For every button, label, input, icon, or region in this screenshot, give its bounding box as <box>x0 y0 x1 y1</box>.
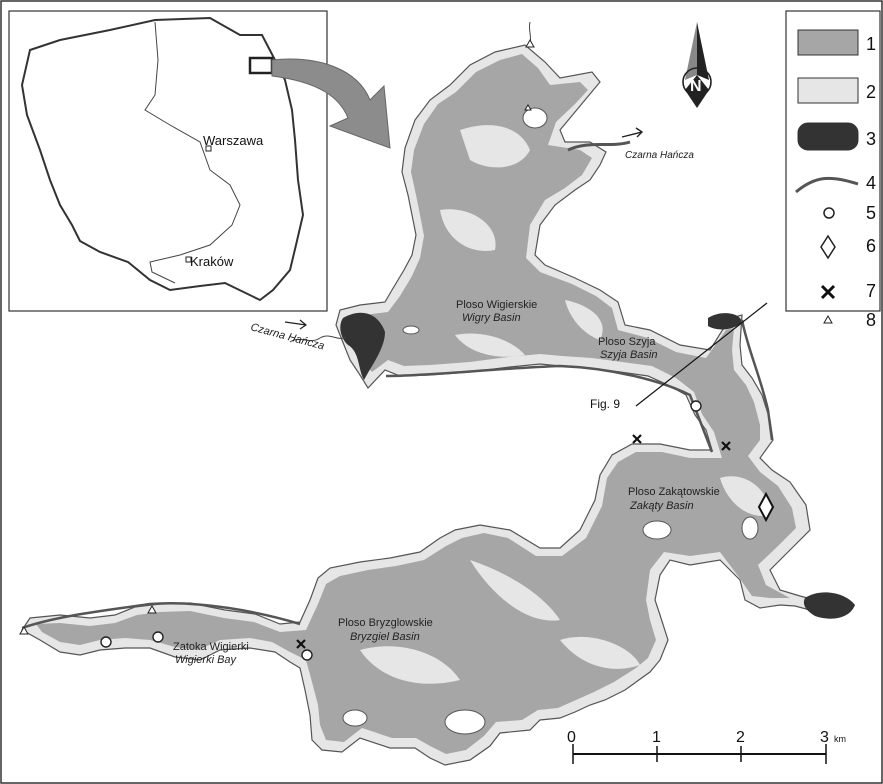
map-circle-symbol <box>690 400 702 412</box>
map-x-symbol <box>296 639 306 649</box>
basin-label-wigierki-pl: Zatoka Wigierki <box>173 641 249 653</box>
littoral-patch <box>470 560 560 621</box>
map-triangle-symbol <box>525 38 535 48</box>
section-line <box>635 302 768 407</box>
legend-number-5: 5 <box>866 203 876 223</box>
legend-swatch-2 <box>797 77 859 104</box>
vistula-river <box>144 21 241 284</box>
deep-zone <box>803 592 855 619</box>
poland-outline <box>20 16 305 302</box>
city-label-warszawa: Warszawa <box>203 133 264 148</box>
inflow-river <box>289 335 347 343</box>
island <box>444 709 486 735</box>
north-arrow-icon: N <box>682 22 712 108</box>
outflow-channel <box>567 140 631 152</box>
basin-label-bryzglowskie-pl: Ploso Bryzglowskie <box>338 617 433 629</box>
legend-number-2: 2 <box>866 82 876 102</box>
island <box>402 325 420 335</box>
location-arrow-icon <box>271 58 391 149</box>
legend: 1 2 3 4 5 6 7 8 <box>785 10 881 330</box>
littoral-patch <box>440 209 496 251</box>
shoreline-stroke <box>21 601 301 630</box>
outflow-river-label: Czarna Hańcza <box>625 150 694 161</box>
legend-number-4: 4 <box>866 173 876 193</box>
shoreline-stroke <box>740 319 774 441</box>
inset-frame <box>8 10 328 312</box>
legend-swatch-1 <box>797 29 859 56</box>
legend-diamond-icon <box>820 234 836 260</box>
deep-zone <box>708 313 742 330</box>
legend-x-icon <box>820 284 836 300</box>
basin-label-wigierskie-pl: Ploso Wigierskie <box>456 299 537 311</box>
city-label-krakow: Kraków <box>190 254 234 269</box>
scale-tick-label-0: 0 <box>567 729 576 746</box>
legend-number-8: 8 <box>866 310 876 330</box>
island <box>741 516 759 540</box>
map-triangle-symbol <box>19 625 29 635</box>
map-triangle-symbol <box>147 604 157 614</box>
littoral-patch <box>560 636 640 669</box>
scale-tick-label-3: 3 <box>820 729 829 746</box>
map-x-symbol <box>632 434 642 444</box>
inflow-river-label: Czarna Hańcza <box>249 321 325 352</box>
littoral-patch <box>720 476 770 516</box>
basin-label-zakatowskie-en: Zakąty Basin <box>629 500 694 512</box>
map-circle-symbol <box>100 636 112 648</box>
littoral-patch <box>360 646 460 684</box>
basin-label-szyja-pl: Ploso Szyja <box>598 336 656 348</box>
scale-unit-label: km <box>834 734 846 744</box>
basin-label-szyja-en: Szyja Basin <box>600 349 657 361</box>
littoral-patch <box>565 300 603 340</box>
inset-map-poland: Warszawa Kraków <box>8 10 328 312</box>
lake-wigry <box>21 44 855 766</box>
island <box>642 520 672 540</box>
basin-label-bryzglowskie-en: Bryzgiel Basin <box>350 631 420 643</box>
scale-bar: 0 1 2 3 km <box>567 729 846 764</box>
legend-number-3: 3 <box>866 129 876 149</box>
legend-swatch-3 <box>797 122 859 151</box>
basin-label-wigierki-en: Wigierki Bay <box>175 654 238 666</box>
basin-label-wigierskie-en: Wigry Basin <box>462 312 521 324</box>
legend-frame <box>785 10 881 312</box>
legend-triangle-icon <box>823 314 833 324</box>
legend-number-7: 7 <box>866 281 876 301</box>
map-circle-symbol <box>301 649 313 661</box>
scale-tick-label-2: 2 <box>736 729 745 746</box>
legend-line-symbol <box>795 176 859 194</box>
north-label: N <box>690 78 702 95</box>
lake-shallow-zone <box>36 54 796 754</box>
littoral-patch <box>460 125 530 168</box>
basin-label-zakatowskie-pl: Ploso Zakątowskie <box>628 486 720 498</box>
shoreline-stroke <box>385 364 714 453</box>
island <box>522 107 548 129</box>
section-label: Fig. 9 <box>590 397 620 411</box>
map-circle-symbol <box>152 631 164 643</box>
legend-number-1: 1 <box>866 34 876 54</box>
map-triangle-symbol <box>524 104 532 111</box>
outflow-arrow-icon <box>621 127 644 138</box>
littoral-patch <box>455 333 525 357</box>
scale-tick-label-1: 1 <box>652 729 661 746</box>
island <box>342 709 368 727</box>
map-diamond-symbol <box>757 491 775 523</box>
legend-circle-icon <box>823 207 835 219</box>
city-marker-warszawa <box>205 145 212 152</box>
deep-zone <box>340 312 385 380</box>
city-marker-krakow <box>185 256 192 263</box>
inflow-arrow-icon <box>284 319 308 330</box>
legend-number-6: 6 <box>866 236 876 256</box>
map-x-symbol <box>721 441 731 451</box>
